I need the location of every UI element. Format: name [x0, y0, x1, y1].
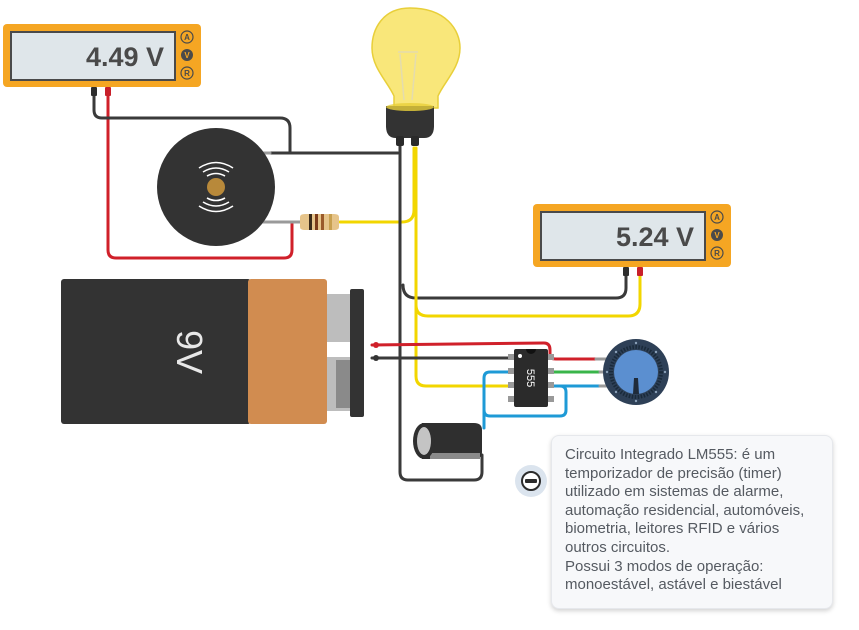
collapse-annotation-button[interactable] — [515, 465, 547, 497]
mode-button-v[interactable]: V — [711, 229, 723, 241]
wire-yellow-meter2[interactable] — [414, 268, 642, 318]
wire-blue-loop[interactable] — [482, 370, 568, 418]
multimeter-1[interactable]: 4.49 V A V R — [3, 24, 201, 96]
probe-red[interactable] — [105, 87, 111, 96]
band-2 — [315, 214, 318, 230]
terminal-positive — [327, 294, 350, 342]
light-bulb[interactable] — [371, 7, 461, 146]
wire-yellow-resistor-bulb[interactable] — [338, 146, 416, 224]
battery-snap — [350, 289, 364, 417]
probe-red[interactable] — [637, 267, 643, 276]
potentiometer[interactable] — [603, 339, 669, 405]
ic-label: 555 — [524, 369, 536, 387]
mode-button-r[interactable]: R — [710, 246, 724, 260]
minus-circle-icon — [521, 471, 541, 491]
resistor[interactable] — [300, 214, 339, 230]
ic-555[interactable]: 555 — [508, 349, 554, 407]
svg-text:A: A — [714, 213, 720, 222]
battery-9v[interactable]: 9V — [61, 279, 379, 424]
svg-text:V: V — [714, 231, 720, 240]
piezo-buzzer[interactable] — [157, 128, 275, 246]
pot-indicator — [633, 378, 639, 394]
annotation-text: Circuito Integrado LM555: é um temporiza… — [565, 446, 805, 594]
wire-black-meter2[interactable] — [401, 268, 628, 300]
wire-black-meter1[interactable] — [92, 94, 292, 154]
mode-button-a[interactable]: A — [180, 30, 194, 44]
electrolytic-capacitor[interactable] — [413, 423, 482, 459]
wire-yellow-main[interactable] — [414, 146, 514, 388]
mode-button-a[interactable]: A — [710, 210, 724, 224]
band-1 — [309, 214, 312, 230]
bulb-base — [386, 106, 434, 138]
pot-knob[interactable] — [614, 350, 658, 394]
bulb-terminal-2[interactable] — [411, 136, 419, 146]
band-3 — [321, 214, 324, 230]
multimeter-2[interactable]: 5.24 V A V R — [533, 204, 731, 276]
wires — [92, 94, 642, 482]
band-4 — [329, 214, 332, 230]
wire-red-meter1[interactable] — [106, 94, 294, 260]
mode-button-r[interactable]: R — [180, 66, 194, 80]
svg-text:R: R — [714, 249, 720, 258]
wire-black-main[interactable] — [398, 143, 484, 482]
bulb-terminal-1[interactable] — [396, 136, 404, 146]
mode-button-v[interactable]: V — [181, 49, 193, 61]
sound-wave-icon — [198, 161, 234, 213]
svg-text:V: V — [184, 51, 190, 60]
filament — [398, 51, 418, 101]
svg-text:A: A — [184, 33, 190, 42]
annotation-note: Circuito Integrado LM555: é um temporiza… — [551, 435, 833, 609]
probe-black[interactable] — [91, 87, 97, 96]
multimeter-2-reading: 5.24 V — [616, 222, 694, 252]
multimeter-1-reading: 4.49 V — [86, 42, 164, 72]
buzzer-center — [207, 178, 225, 196]
probe-black[interactable] — [623, 267, 629, 276]
battery-label: 9V — [169, 330, 210, 374]
svg-text:R: R — [184, 69, 190, 78]
